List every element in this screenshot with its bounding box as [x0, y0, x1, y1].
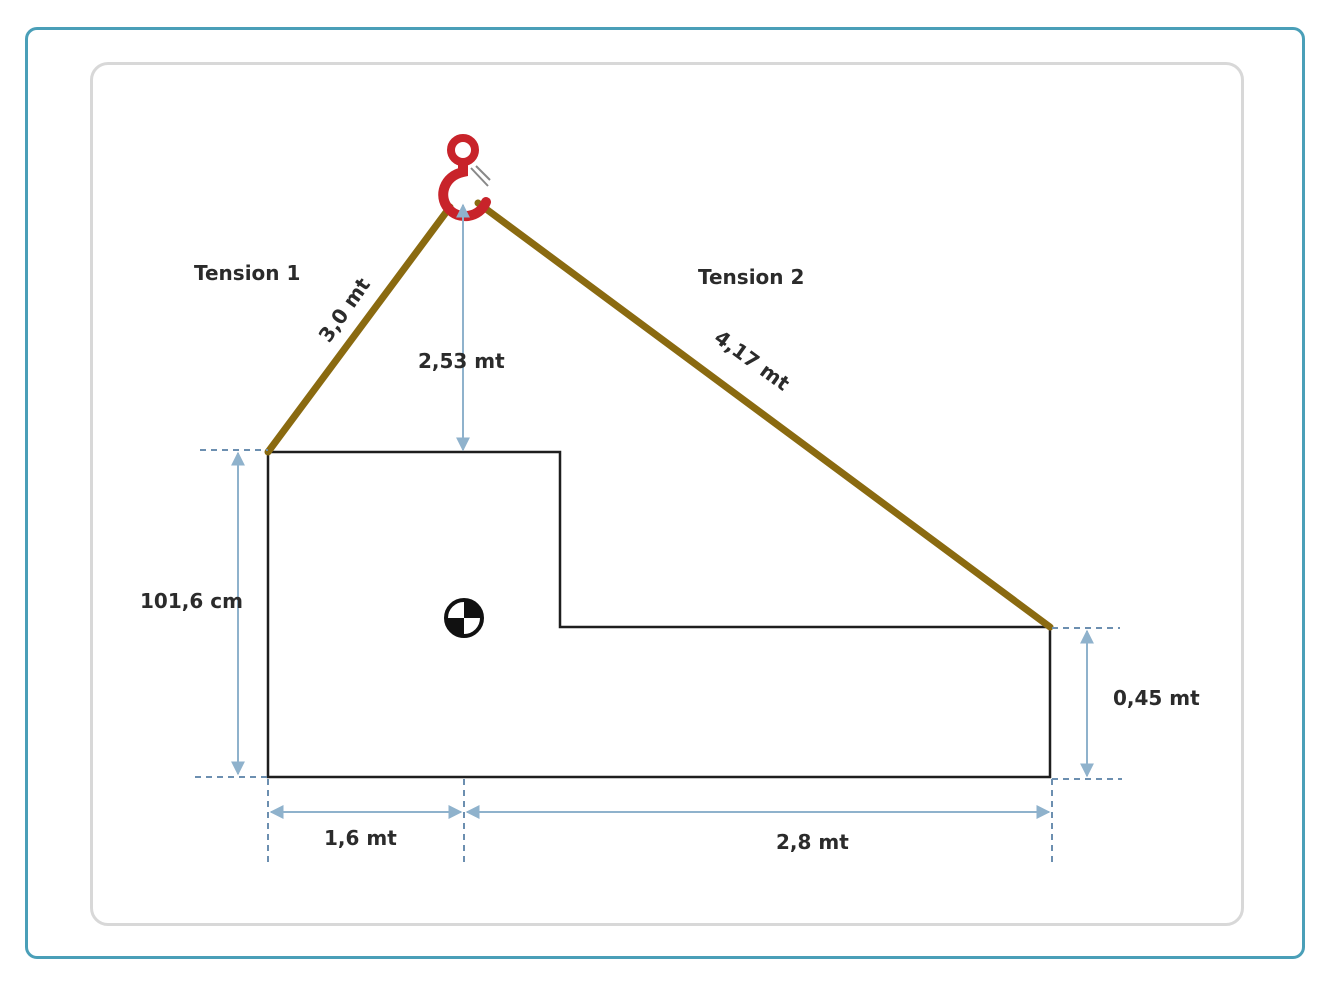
load-body-outline: [266, 450, 1052, 779]
sling-1-length-label: 3,0 mt: [314, 273, 376, 347]
left-height-label: 101,6 cm: [140, 589, 243, 613]
bottom-left-width-label: 1,6 mt: [324, 826, 397, 850]
bottom-right-width-label: 2,8 mt: [776, 830, 849, 854]
right-height-label: 0,45 mt: [1113, 686, 1200, 710]
center-of-gravity-icon: [444, 598, 484, 638]
tension-2-label: Tension 2: [698, 265, 804, 289]
sling-1: [264, 203, 454, 456]
hook-height-label: 2,53 mt: [418, 349, 505, 373]
tension-1-label: Tension 1: [194, 261, 300, 285]
crane-hook-icon: [438, 134, 491, 222]
sling-2: [474, 199, 1054, 631]
